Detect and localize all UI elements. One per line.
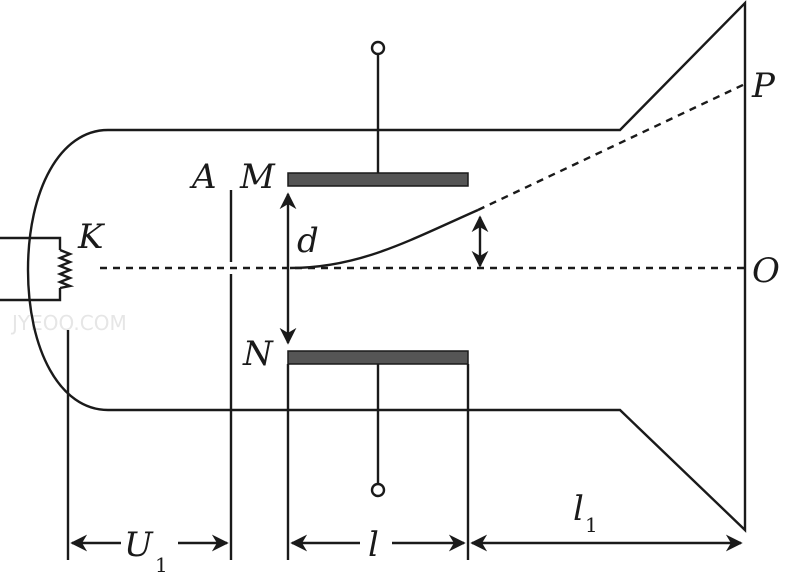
plate-m: [287, 172, 469, 187]
label-k: K: [77, 217, 106, 257]
label-a: A: [189, 157, 217, 197]
label-d: d: [297, 221, 319, 261]
label-m: M: [239, 157, 276, 197]
label-l1-sub: 1: [585, 513, 598, 537]
label-p: P: [751, 66, 776, 106]
beam-curve: [289, 208, 479, 270]
label-l: l: [368, 525, 379, 565]
beam-straight: [477, 82, 746, 212]
tube-outline: [26, 0, 747, 533]
label-n: N: [242, 334, 274, 374]
label-o: O: [752, 251, 780, 291]
label-l1: l: [573, 489, 584, 529]
plate-n: [287, 350, 469, 365]
terminal-bottom: [370, 364, 386, 498]
label-u: U: [124, 525, 154, 565]
cathode-heater: [0, 236, 75, 302]
label-u-sub: 1: [155, 553, 168, 576]
terminal-top: [370, 40, 386, 173]
